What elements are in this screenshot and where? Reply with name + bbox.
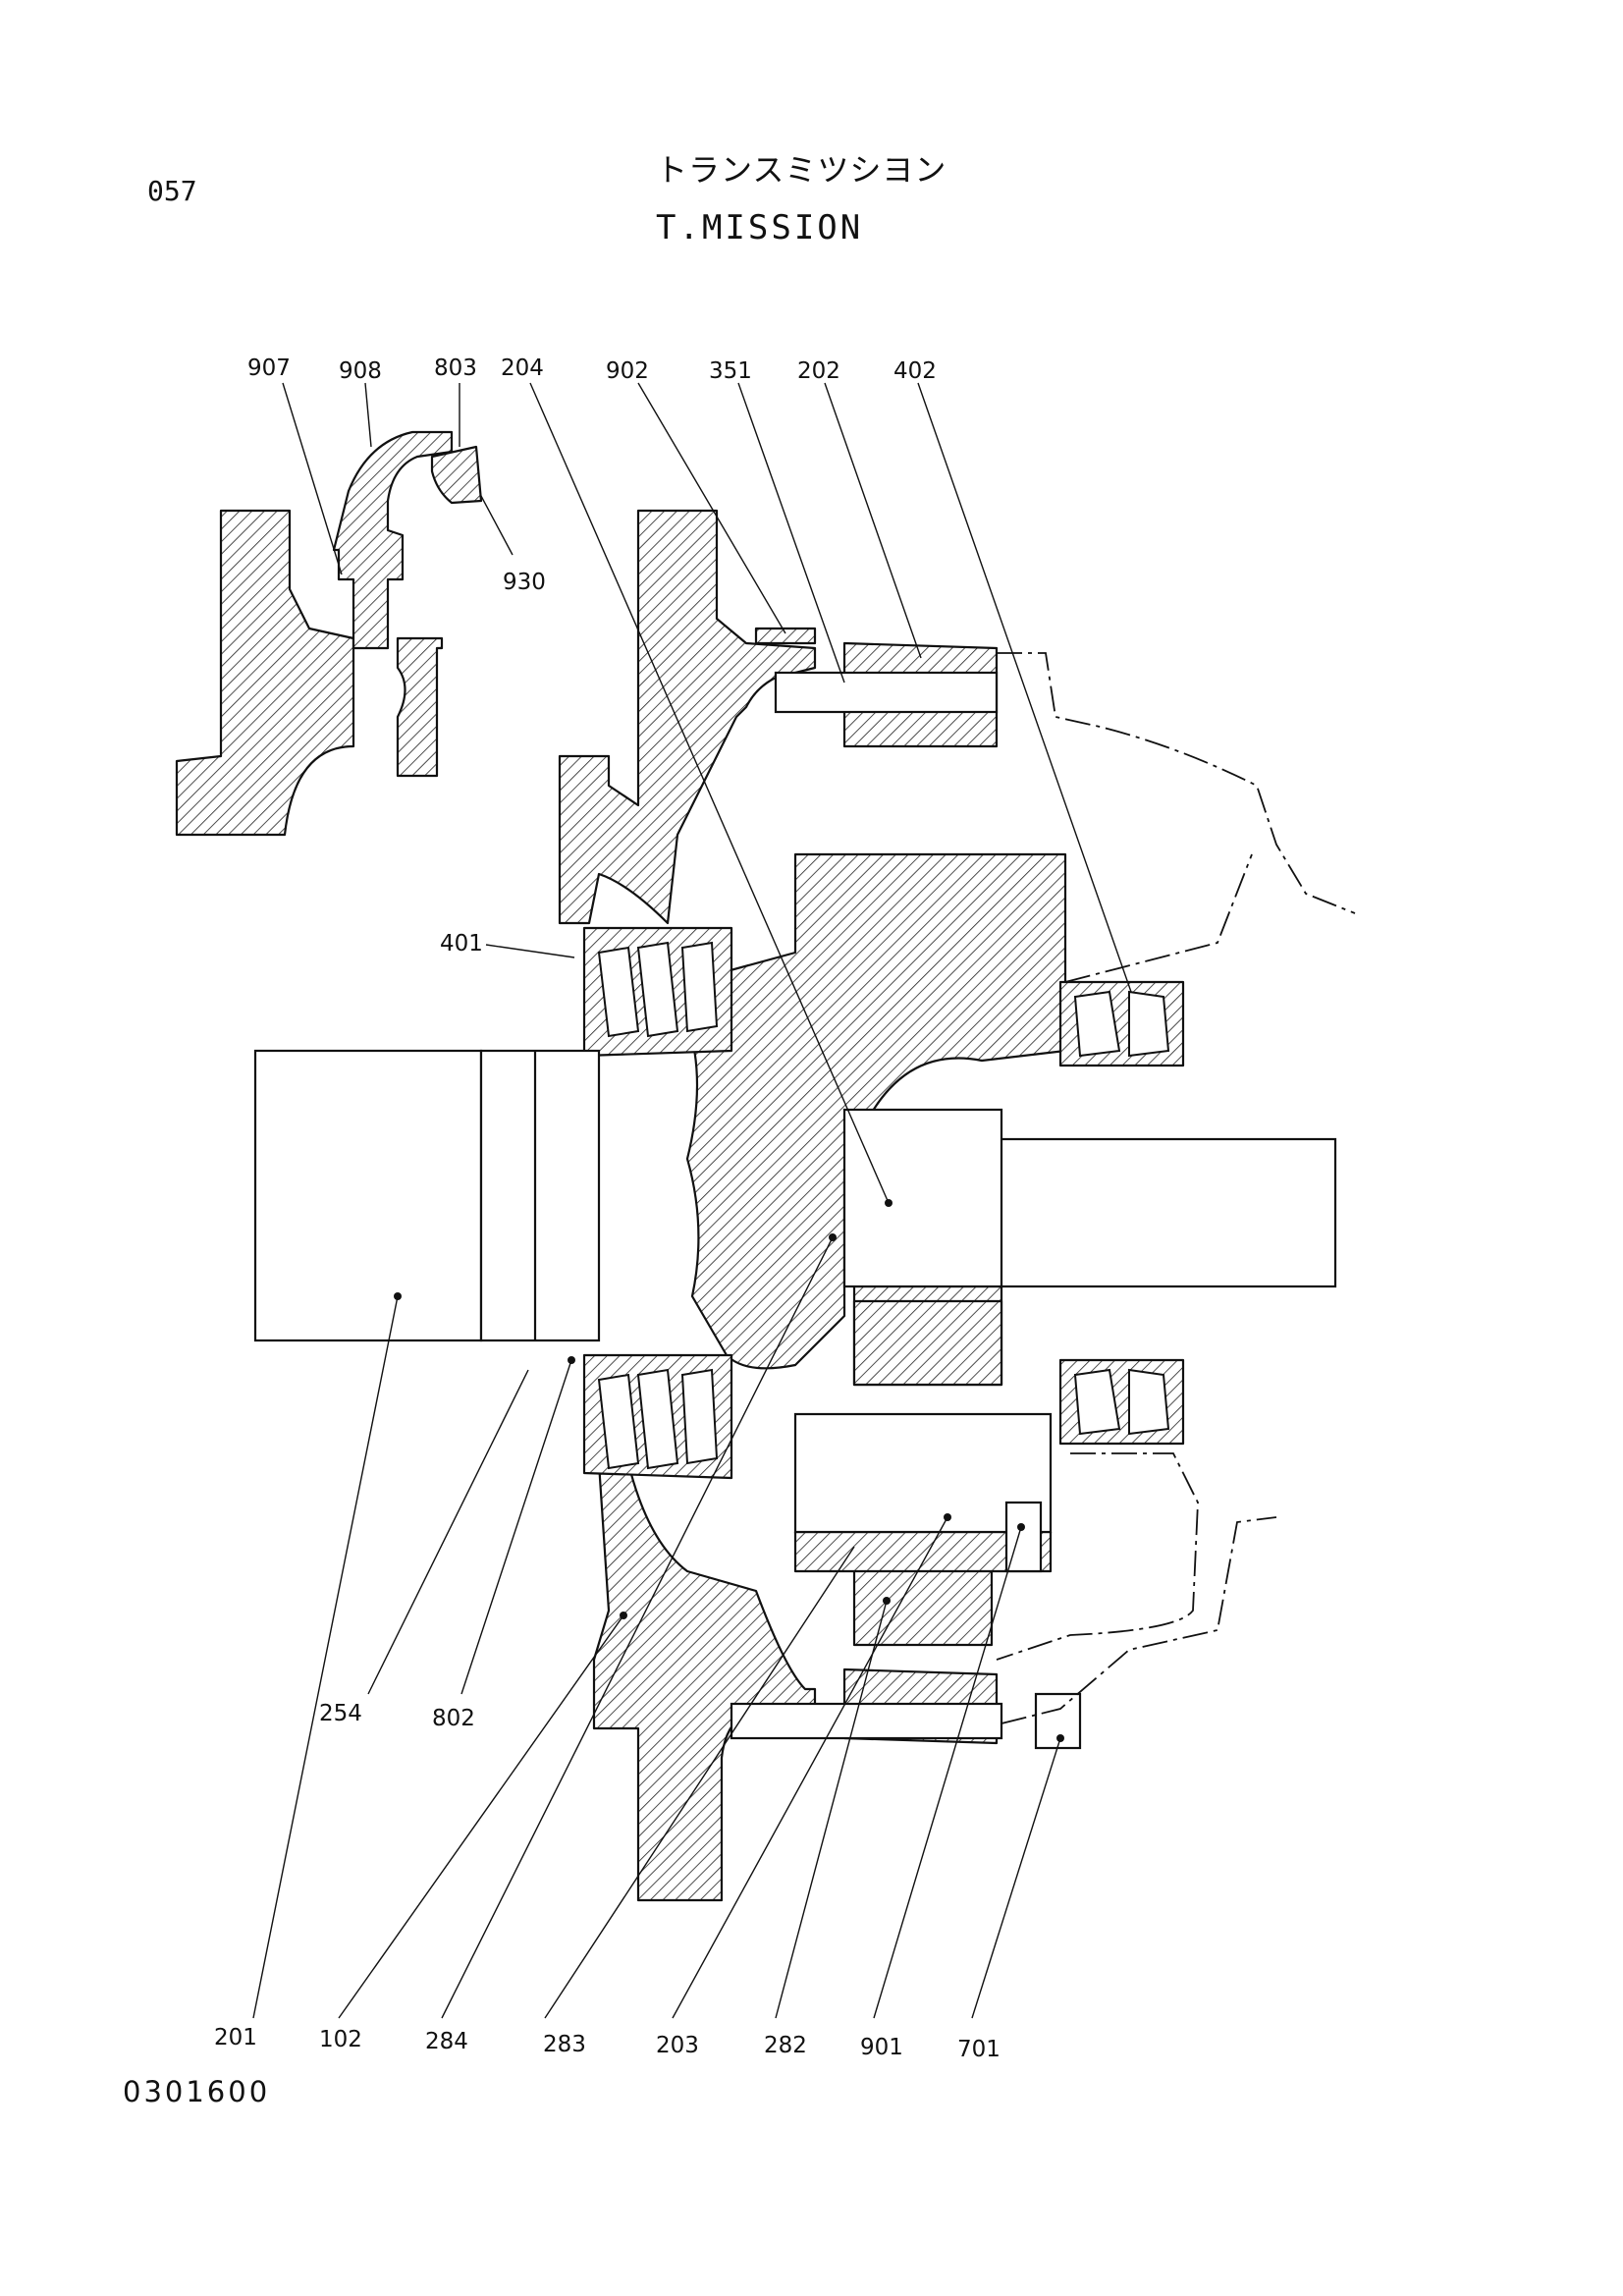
label-907: 907 [247,355,291,381]
title-english: T.MISSION [656,208,864,247]
label-351: 351 [709,358,752,384]
label-402: 402 [893,358,937,384]
label-401: 401 [440,931,483,957]
label-283: 283 [543,2032,586,2057]
carrier-web [685,852,1067,1370]
label-201: 201 [214,2025,257,2050]
title-japanese: トランスミツシヨン [656,151,947,189]
label-908: 908 [339,358,382,384]
inset-housing-right [396,636,444,778]
pin-901 [1004,1501,1043,1573]
label-282: 282 [764,2033,807,2058]
planet-pin-204 [842,1108,1003,1288]
label-902: 902 [606,358,649,384]
label-204: 204 [501,355,544,381]
main-housing-lower [592,1461,817,1902]
label-701: 701 [957,2037,1001,2062]
input-shaft-254 [253,1049,483,1342]
label-930: 930 [503,570,546,595]
hub-outline [996,652,1356,1724]
seal-902 [754,627,817,645]
bolt-701 [730,1702,1003,1740]
inset-fitting [332,430,454,650]
label-102: 102 [319,2027,362,2052]
shaft-collar [479,1049,601,1342]
label-254: 254 [319,1701,362,1726]
bolt-351 [774,671,999,714]
inset-elbow-cap [430,445,483,505]
main-housing-upper [558,509,817,925]
inset-housing [175,509,355,837]
label-802: 802 [432,1706,475,1731]
drawing-number: 0301600 [123,2075,271,2108]
label-284: 284 [425,2029,468,2054]
label-901: 901 [860,2035,903,2060]
label-203: 203 [656,2033,699,2058]
page-number: 057 [147,175,197,207]
gear-upper-planet [852,1299,1003,1387]
label-202: 202 [797,358,840,384]
label-803: 803 [434,355,477,381]
